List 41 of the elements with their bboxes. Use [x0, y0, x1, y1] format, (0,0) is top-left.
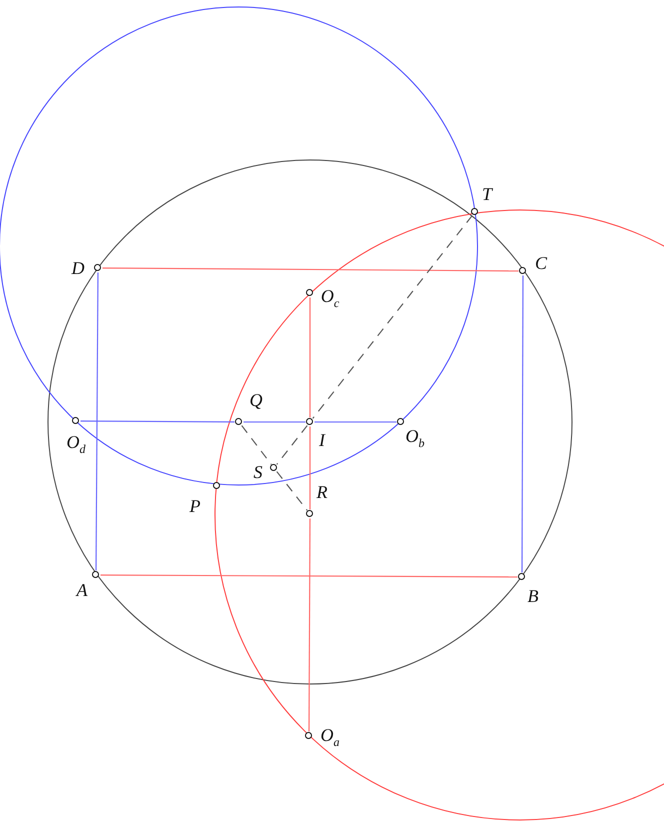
point-marker — [471, 208, 478, 215]
point-marker — [306, 289, 313, 296]
point-marker — [270, 464, 277, 471]
dashed-segment — [276, 425, 308, 465]
point-marker — [94, 264, 101, 271]
point-marker — [306, 418, 313, 425]
point-label: Q — [250, 391, 262, 409]
line-segment — [100, 574, 518, 578]
line-segment — [309, 426, 311, 510]
point-label: O$_{d}$ — [66, 433, 86, 455]
point-marker — [235, 418, 242, 425]
point-label: O$_{c}$ — [320, 287, 340, 309]
line-segment — [80, 420, 234, 423]
point-marker — [72, 417, 79, 424]
point-label: O$_{a}$ — [320, 726, 340, 748]
point-label: R — [316, 483, 328, 501]
dashed-segment — [241, 425, 272, 465]
point-label: A — [76, 581, 88, 599]
point-label: B — [528, 587, 538, 605]
point-label: S — [254, 463, 262, 481]
point-label: T — [482, 185, 492, 203]
dashed-segment — [276, 471, 308, 511]
line-segment — [309, 298, 311, 418]
point-label: D — [72, 259, 84, 277]
point-marker — [306, 510, 313, 517]
line-segment — [521, 276, 524, 572]
line-segment — [308, 518, 311, 732]
point-marker — [519, 267, 526, 274]
point-marker — [518, 573, 525, 580]
line-segment — [95, 272, 99, 570]
point-label: O$_{b}$ — [406, 427, 424, 449]
point-label: I — [319, 431, 325, 449]
point-marker — [397, 418, 404, 425]
line-segment — [244, 421, 306, 423]
point-label: C — [535, 254, 547, 272]
line-segment — [314, 421, 396, 423]
point-marker — [213, 482, 220, 489]
line-segment — [102, 267, 518, 272]
point-marker — [305, 732, 312, 739]
point-label: P — [190, 497, 200, 515]
point-marker — [92, 571, 99, 578]
